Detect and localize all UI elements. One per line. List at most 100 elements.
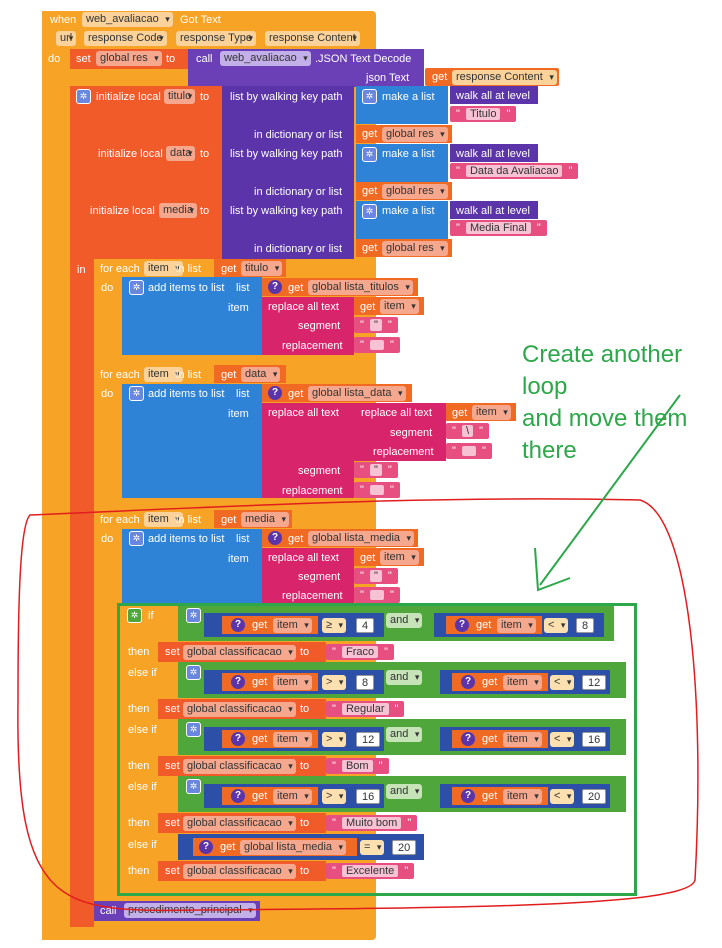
init-local-var-titulo[interactable]: titulo [164, 89, 196, 104]
replacement-string-2[interactable]: " " [354, 482, 400, 498]
replacement-string-1[interactable]: " " [354, 337, 400, 353]
get-lista-media-dropdown[interactable]: global lista_media [308, 531, 415, 546]
help-icon-titulos[interactable]: ? [268, 280, 282, 294]
and-op-3[interactable]: and [386, 784, 423, 799]
add-items-block-2[interactable] [122, 384, 262, 498]
compare-value-left-1[interactable]: 8 [356, 675, 375, 690]
help-icon-left-0[interactable]: ? [231, 618, 245, 632]
string-titulo-value[interactable]: Titulo [465, 108, 501, 120]
if-gear-icon[interactable]: ✲ [127, 608, 142, 623]
compare-value-left-3[interactable]: 16 [356, 789, 381, 804]
walk-all-block-2[interactable] [450, 144, 538, 162]
compare-value-right-1[interactable]: 12 [582, 675, 607, 690]
add-items-block-3[interactable] [122, 529, 262, 607]
help-icon-right-1[interactable]: ? [461, 675, 475, 689]
get-media-dropdown[interactable]: media [241, 512, 289, 527]
set-res-var-dropdown[interactable]: global res [96, 51, 162, 66]
walk-path-block-2[interactable] [222, 144, 354, 202]
make-list-gear-icon-3[interactable]: ✲ [362, 204, 377, 219]
replacement-string-3[interactable]: " " [354, 587, 400, 603]
event-component-dropdown[interactable]: web_avaliacao [82, 12, 173, 27]
help-icon-data[interactable]: ? [268, 386, 282, 400]
init-local-block[interactable] [70, 86, 224, 261]
init-local-var-media[interactable]: media [159, 203, 197, 218]
compare-value-last[interactable]: 20 [392, 840, 417, 855]
result-value-last[interactable]: Excelente [341, 865, 399, 877]
result-string-2[interactable]: " Bom " [326, 758, 389, 774]
segment-string-1[interactable]: " " " [354, 317, 398, 333]
result-value-3[interactable]: Muito bom [341, 817, 402, 829]
set-classificacao-var-1[interactable]: global classificacao [183, 702, 296, 717]
and-op-1[interactable]: and [386, 670, 423, 685]
segment-string-value-3[interactable]: " [369, 570, 382, 582]
segment-string-2[interactable]: " " " [354, 462, 398, 478]
walk-path-block-1[interactable] [222, 86, 354, 144]
help-icon-left-2[interactable]: ? [231, 732, 245, 746]
segment-string-3[interactable]: " " " [354, 568, 398, 584]
and-gear-icon-2[interactable]: ✲ [186, 722, 201, 737]
replace-all-block-1[interactable] [262, 297, 354, 355]
init-local-gear-icon[interactable]: ✲ [76, 89, 91, 104]
string-data-avaliacao[interactable]: " Data da Avaliacao " [450, 163, 579, 179]
set-classificacao-var-last[interactable]: global classificacao [183, 864, 296, 879]
event-param-response-content[interactable]: response Content [265, 31, 360, 46]
get-item-dropdown-2[interactable]: item [472, 405, 511, 420]
segment-string-value-1[interactable]: " [369, 319, 382, 331]
help-icon-left-1[interactable]: ? [231, 675, 245, 689]
help-icon-media[interactable]: ? [268, 531, 282, 545]
set-classificacao-var-3[interactable]: global classificacao [183, 816, 296, 831]
help-icon-right-2[interactable]: ? [461, 732, 475, 746]
for-each-var-1[interactable]: item [144, 261, 183, 276]
replacement-string-value-2[interactable] [369, 485, 384, 496]
add-items-gear-icon-1[interactable]: ✲ [129, 280, 144, 295]
get-lista-data-dropdown[interactable]: global lista_data [308, 386, 406, 401]
get-global-res-dropdown-1[interactable]: global res [382, 127, 448, 142]
result-string-1[interactable]: " Regular " [326, 701, 405, 717]
replacement-string-value-1[interactable] [369, 340, 384, 351]
get-item-dropdown-1[interactable]: item [380, 299, 419, 314]
compare-value-right-2[interactable]: 16 [582, 732, 607, 747]
compare-op-last[interactable]: = [360, 840, 385, 855]
get-right-var-0[interactable]: item [497, 618, 536, 633]
and-gear-icon-0[interactable]: ✲ [186, 608, 201, 623]
result-string-last[interactable]: " Excelente " [326, 863, 415, 879]
replace-all-block-2[interactable] [262, 403, 354, 498]
compare-op-left-2[interactable]: > [322, 732, 347, 747]
walk-all-block-3[interactable] [450, 201, 538, 219]
add-items-gear-icon-2[interactable]: ✲ [129, 386, 144, 401]
compare-value-right-3[interactable]: 20 [582, 789, 607, 804]
make-list-gear-icon-2[interactable]: ✲ [362, 147, 377, 162]
json-decode-component-dropdown[interactable]: web_avaliacao [220, 51, 311, 66]
get-global-res-dropdown-3[interactable]: global res [382, 241, 448, 256]
get-right-var-1[interactable]: item [503, 675, 542, 690]
get-lista-media-cond-dropdown[interactable]: global lista_media [240, 840, 347, 855]
segment-string-value-2[interactable]: " [369, 464, 382, 476]
replace-all-inner-block[interactable] [354, 403, 446, 461]
help-icon-right-0[interactable]: ? [455, 618, 469, 632]
get-global-res-dropdown-2[interactable]: global res [382, 184, 448, 199]
compare-op-left-3[interactable]: > [322, 789, 347, 804]
help-icon-right-3[interactable]: ? [461, 789, 475, 803]
result-string-3[interactable]: " Muito bom " [326, 815, 418, 831]
set-classificacao-var-2[interactable]: global classificacao [183, 759, 296, 774]
for-each-var-2[interactable]: item [144, 367, 183, 382]
get-right-var-3[interactable]: item [503, 789, 542, 804]
result-value-0[interactable]: Fraco [341, 646, 379, 658]
event-param-response-code[interactable]: response Code [84, 31, 167, 46]
get-item-dropdown-3[interactable]: item [380, 550, 419, 565]
walk-path-block-3[interactable] [222, 201, 354, 259]
result-string-0[interactable]: " Fraco " [326, 644, 395, 660]
result-value-2[interactable]: Bom [341, 760, 373, 772]
get-left-var-2[interactable]: item [273, 732, 312, 747]
event-param-response-type[interactable]: response Type [176, 31, 256, 46]
get-left-var-1[interactable]: item [273, 675, 312, 690]
compare-op-right-2[interactable]: < [550, 732, 575, 747]
help-icon-last[interactable]: ? [199, 840, 213, 854]
replace-all-block-3[interactable] [262, 548, 354, 606]
and-op-0[interactable]: and [386, 613, 423, 628]
compare-op-right-0[interactable]: < [544, 618, 569, 633]
replacement-inner-value[interactable] [461, 446, 476, 457]
segment-inner-string[interactable]: " \ " [446, 423, 489, 439]
string-data-avaliacao-value[interactable]: Data da Avaliacao [465, 165, 563, 177]
add-items-block-1[interactable] [122, 277, 262, 355]
